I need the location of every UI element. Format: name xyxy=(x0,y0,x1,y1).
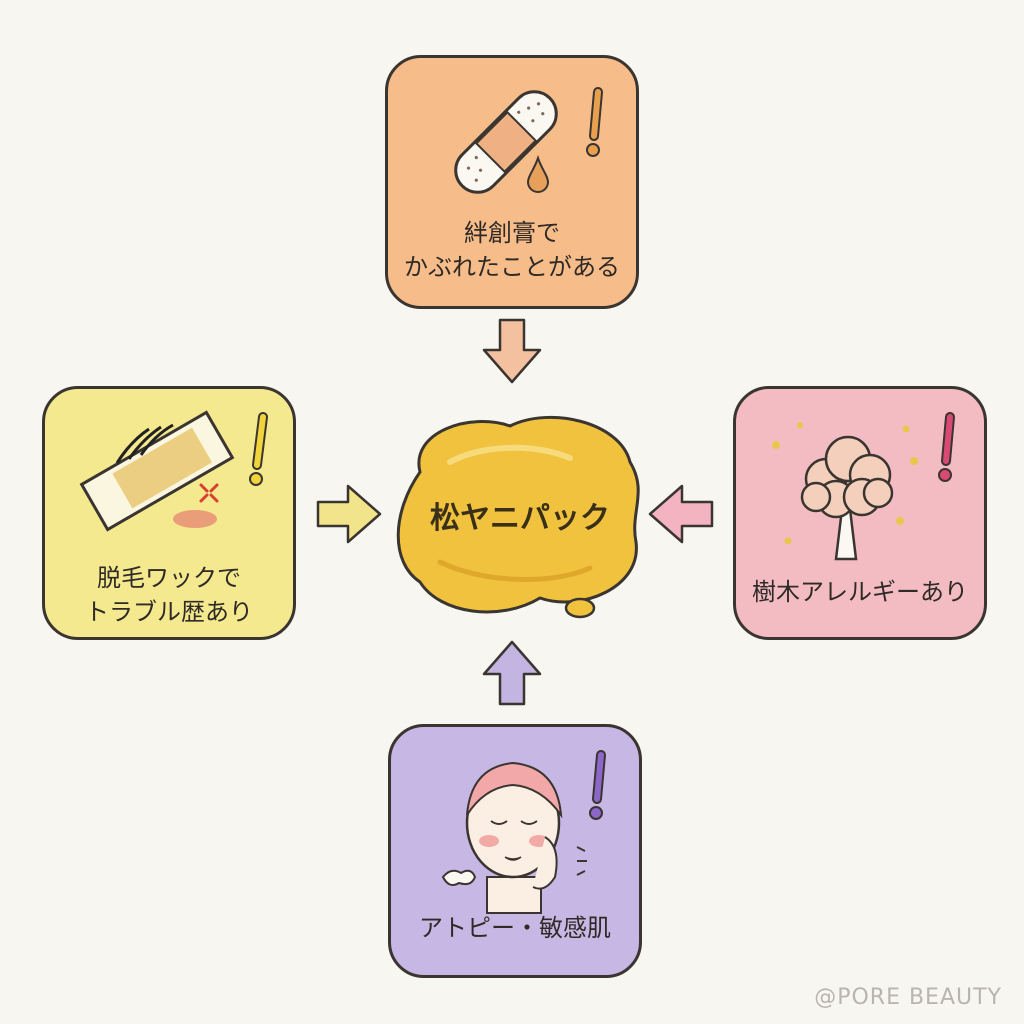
card-face: アトピー・敏感肌 xyxy=(388,724,642,978)
card-wax: 脱毛ワックで トラブル歴あり xyxy=(42,386,296,640)
center-label: 松ヤニパック xyxy=(430,501,610,536)
watermark: @PORE BEAUTY xyxy=(814,985,1002,1010)
tree-icon xyxy=(772,412,955,561)
card-bandage-text: 絆創膏で かぶれたことがある xyxy=(388,216,636,284)
card-tree-line-1: 樹木アレルギーあり xyxy=(752,578,968,606)
card-tree-text: 樹木アレルギーあり xyxy=(736,575,984,609)
pine-resin-blob xyxy=(396,415,640,619)
arrow-right-icon xyxy=(316,484,382,544)
card-bandage: 絆創膏で かぶれたことがある xyxy=(385,55,639,309)
arrow-left-icon xyxy=(648,484,714,544)
card-tree: 樹木アレルギーあり xyxy=(733,386,987,640)
bandage-icon xyxy=(454,87,603,194)
arrow-down-icon xyxy=(482,318,542,384)
card-face-line-1: アトピー・敏感肌 xyxy=(419,914,611,942)
card-face-text: アトピー・敏感肌 xyxy=(391,911,639,945)
card-wax-text: 脱毛ワックで トラブル歴あり xyxy=(45,561,293,629)
wax-strip-icon xyxy=(79,410,268,532)
arrow-up-icon xyxy=(482,640,542,706)
card-bandage-line-1: 絆創膏で xyxy=(464,219,560,247)
sensitive-face-icon xyxy=(441,750,606,914)
card-bandage-line-2: かぶれたことがある xyxy=(404,253,620,281)
card-wax-line-2: トラブル歴あり xyxy=(85,598,253,626)
card-wax-line-1: 脱毛ワックで xyxy=(97,564,241,592)
